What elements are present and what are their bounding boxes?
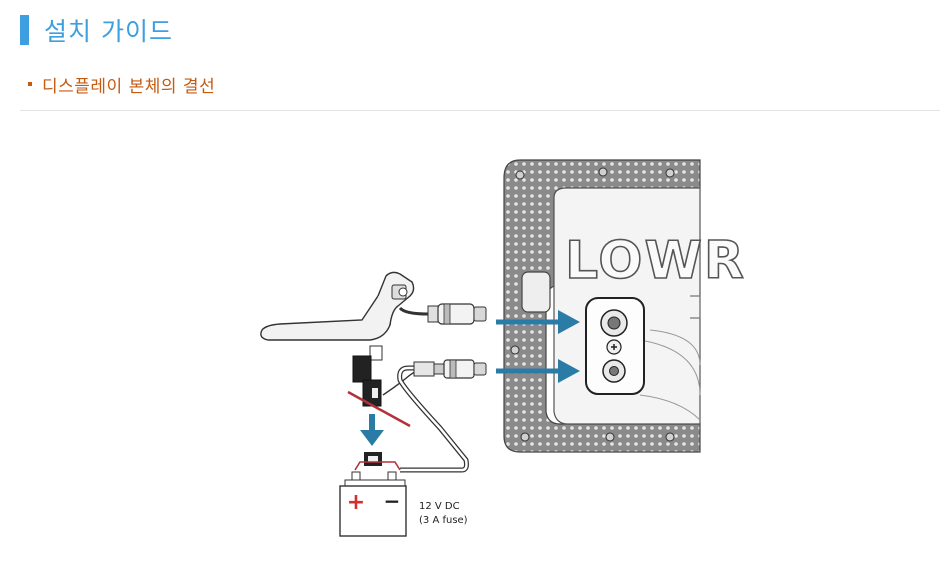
section-title: 디스플레이 본체의 결선 <box>42 76 216 97</box>
arrow-power <box>496 359 580 383</box>
fuse-label: (3 A fuse) <box>419 515 468 526</box>
voltage-label: 12 V DC <box>419 501 460 512</box>
page-header: 설치 가이드 <box>20 14 173 46</box>
brand-logo: LOWR <box>565 231 746 291</box>
page-title: 설치 가이드 <box>44 17 173 46</box>
battery-minus-label: − <box>384 489 401 513</box>
arrow-fuse-down <box>360 414 384 446</box>
power-cable <box>397 359 487 473</box>
battery-plus-label: + <box>347 490 365 515</box>
display-unit-icon: LOWR <box>503 159 746 453</box>
battery-icon: + − <box>339 452 407 537</box>
transducer-icon <box>260 271 487 341</box>
arrow-transducer <box>496 310 580 334</box>
section-header: 디스플레이 본체의 결선 <box>28 72 216 97</box>
divider <box>20 110 940 111</box>
bullet-icon <box>28 82 32 86</box>
title-accent-bar <box>20 15 29 45</box>
fuse-holder-icon <box>347 345 426 428</box>
